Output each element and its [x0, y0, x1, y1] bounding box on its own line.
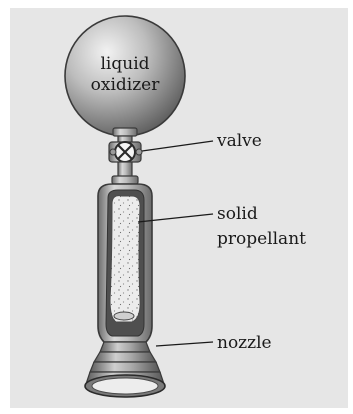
- tank-label-line1: liquid: [100, 54, 149, 74]
- nozzle-label: nozzle: [217, 333, 272, 353]
- valve-label: valve: [216, 131, 262, 151]
- propellant-label: propellant: [217, 229, 306, 249]
- oxidizer-tank: liquid oxidizer: [65, 16, 185, 136]
- tank-label-line2: oxidizer: [91, 75, 161, 95]
- solid-propellant: [110, 196, 140, 322]
- valve: [109, 142, 142, 162]
- solid-label: solid: [217, 204, 258, 224]
